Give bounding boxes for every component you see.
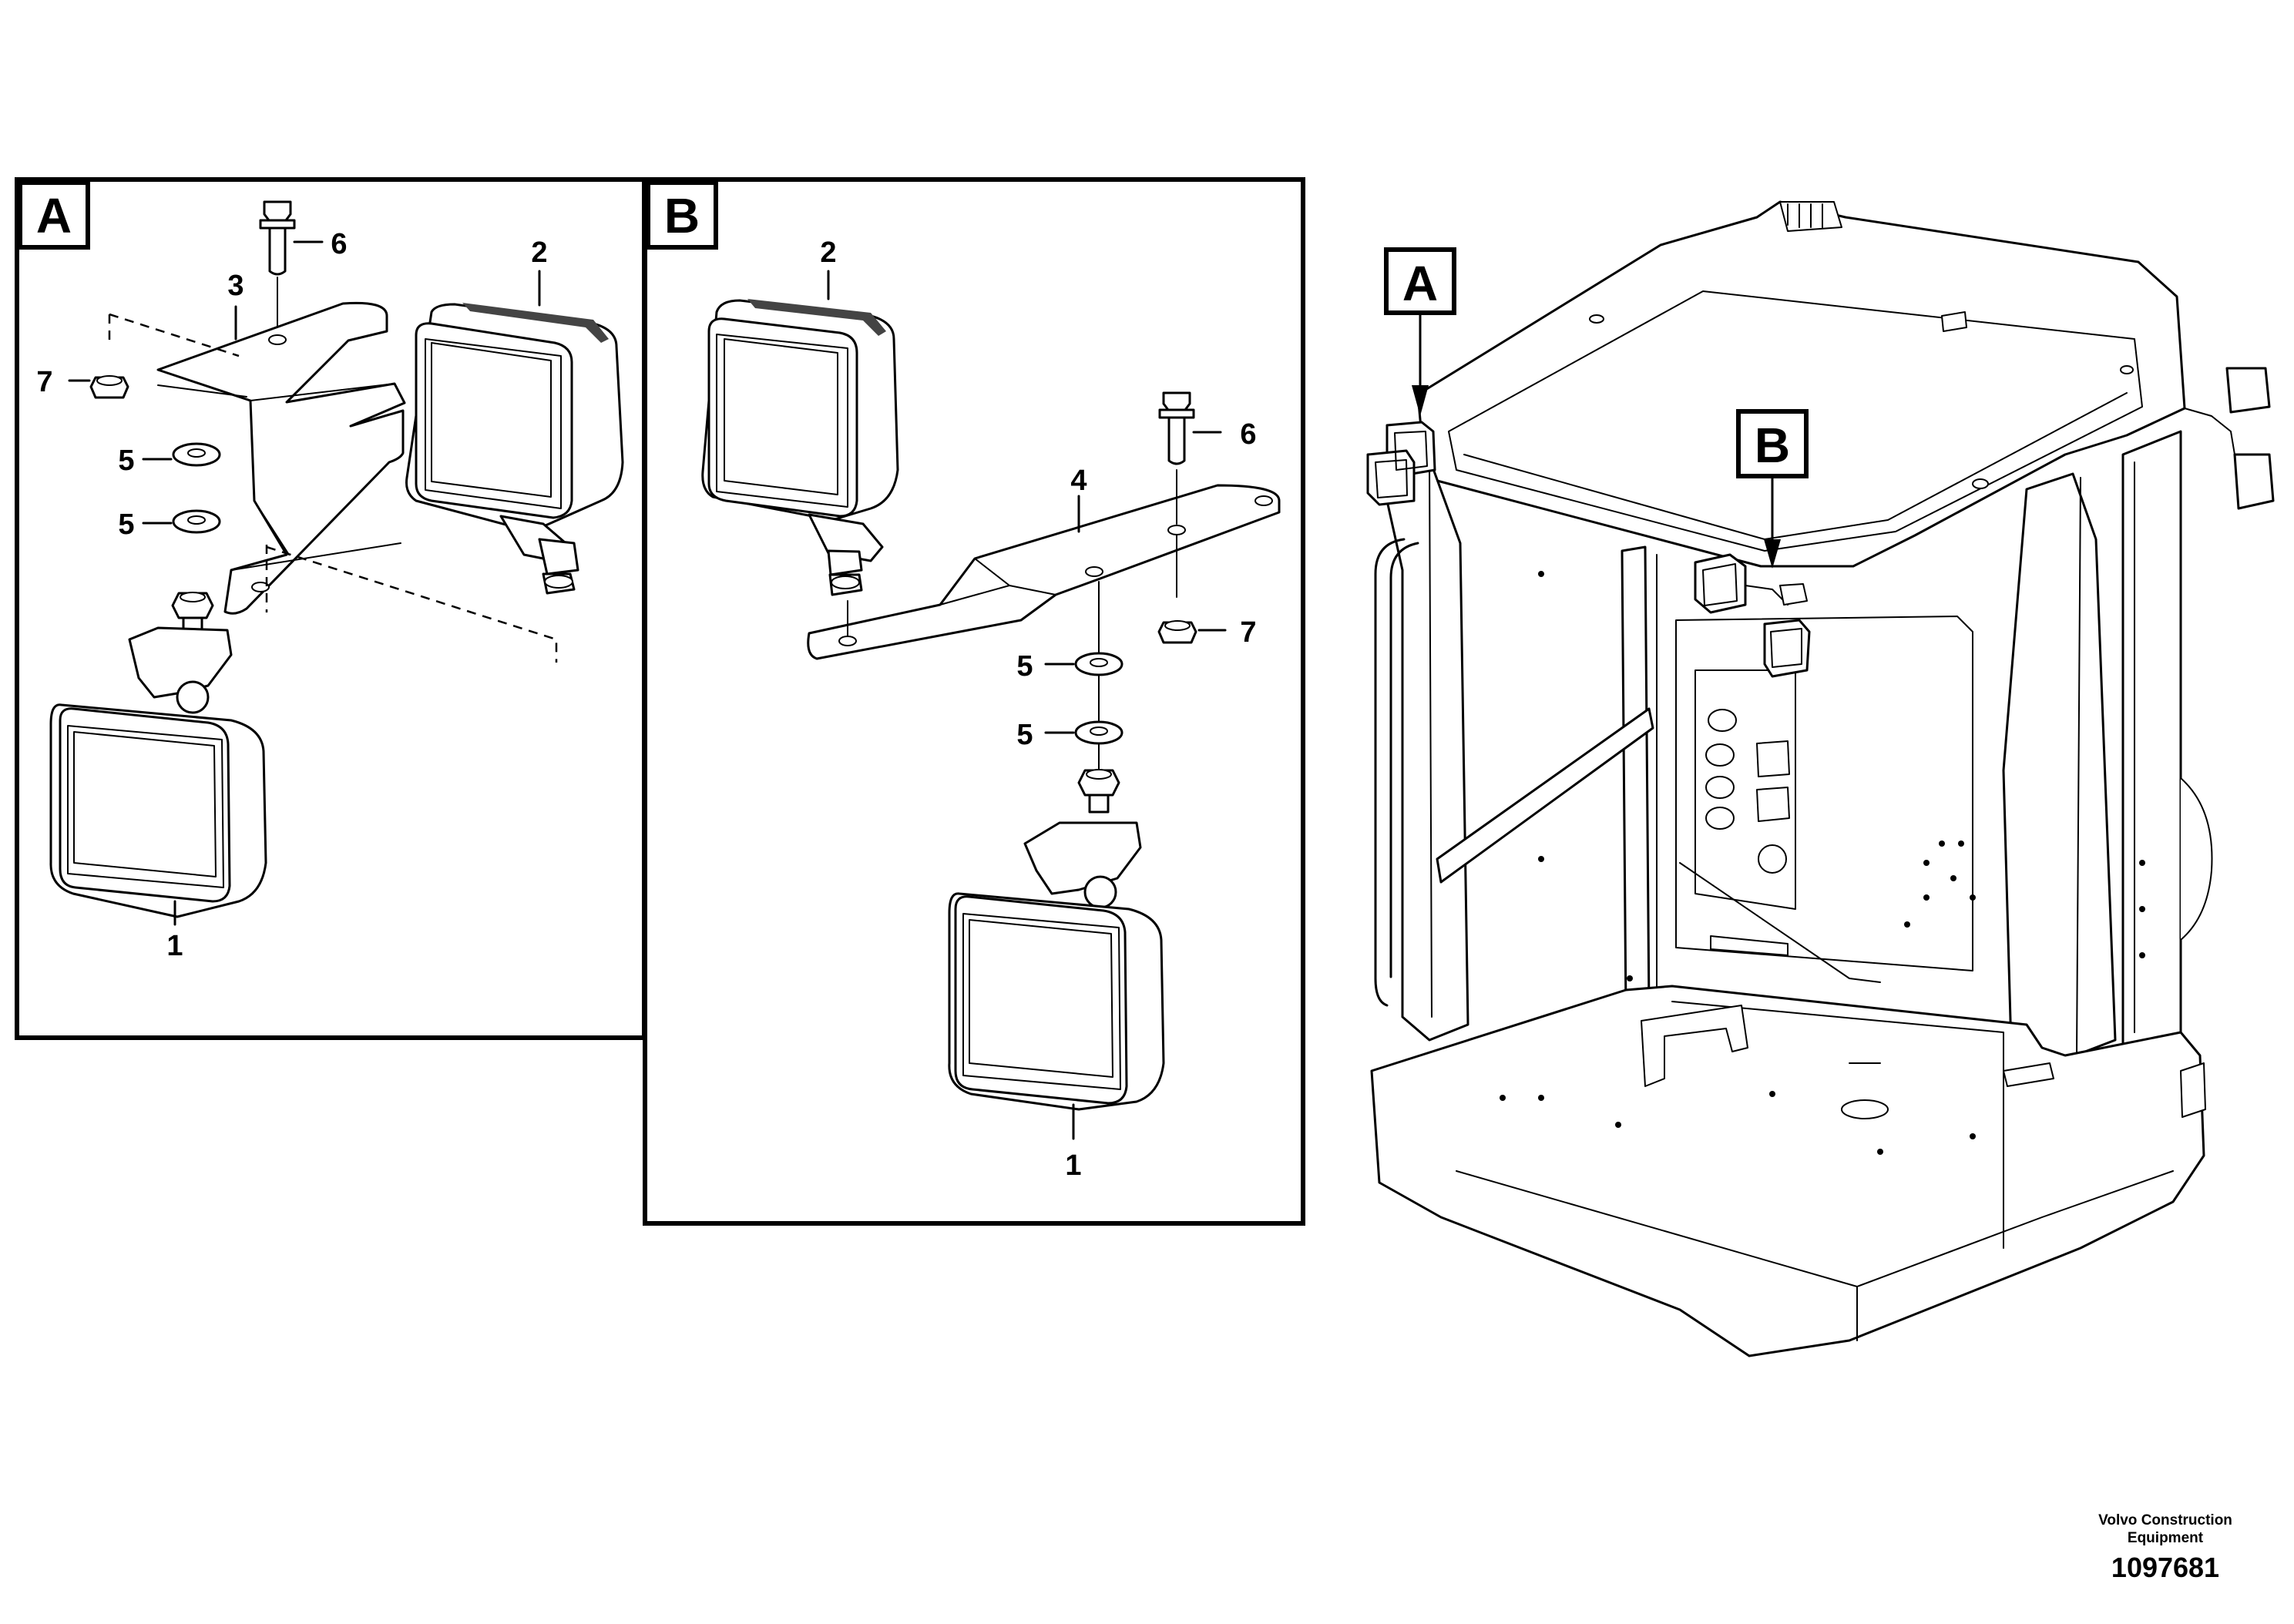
panel-b-nut (1157, 620, 1227, 644)
panel-b-label-box (646, 180, 718, 250)
panel-b-callout-nut: 7 (1240, 616, 1256, 649)
panel-a-nut (68, 375, 129, 399)
panel-a-callout-washer-lower: 5 (118, 508, 134, 541)
panel-a-label: A (36, 188, 72, 243)
cab-floor (1370, 985, 2205, 1357)
publisher-name-line2: Equipment (2127, 1530, 2204, 1546)
panel-a-callout-bracket: 3 (227, 270, 244, 302)
panel-b-callout-lamp: 1 (1065, 1149, 1081, 1182)
panel-b-upper-lamp (701, 299, 899, 596)
panel-b-bolt (1158, 391, 1222, 465)
panel-a-callout-lamp: 1 (166, 930, 183, 962)
panel-a-label-box (18, 180, 90, 250)
panel-b-callout-lamp-upper: 2 (820, 237, 836, 269)
panel-a-callout-bolt: 6 (331, 228, 347, 260)
publisher-credit: Volvo Construction Equipment 1097681 (2050, 1512, 2281, 1584)
panel-a-callout-nut: 7 (36, 366, 52, 398)
drawing-number: 1097681 (2111, 1552, 2220, 1583)
panel-a-washer-lower (142, 509, 221, 534)
panel-a-bracket (156, 301, 406, 615)
panel-a-callout-washer-upper: 5 (118, 445, 134, 477)
overview-marker-b (1736, 409, 1809, 569)
overview-marker-a-label: A (1402, 256, 1438, 311)
panel-b-label: B (664, 188, 700, 243)
cab-overview: A B (1366, 200, 2275, 1357)
panel-b-callout-bracket: 4 (1070, 465, 1087, 497)
panel-b-lower-lamp (948, 769, 1165, 1111)
panel-a-washer-upper (142, 442, 221, 467)
panel-a-lower-lamp (49, 592, 267, 918)
panel-b: B 2 4 (643, 177, 1305, 1226)
overview-marker-b-label: B (1755, 418, 1790, 473)
panel-b-callout-bolt: 6 (1240, 418, 1256, 451)
panel-a: A 6 3 (15, 177, 647, 1040)
panel-a-align-line-2 (109, 313, 240, 357)
panel-a-callout-lamp-upper: 2 (531, 237, 547, 269)
panel-a-upper-lamp (405, 303, 624, 595)
cab-front-left-pillar (1378, 457, 1469, 1042)
overview-marker-a (1384, 247, 1456, 416)
panel-b-bracket (807, 469, 1281, 660)
cab-front-right-pillar (2121, 430, 2182, 1049)
panel-b-callout-washer-lower: 5 (1016, 719, 1033, 751)
publisher-name-line1: Volvo Construction (2098, 1512, 2232, 1528)
cab-lamp-position-b (1694, 553, 1811, 678)
panel-b-callout-washer-upper: 5 (1016, 650, 1033, 683)
cab-lamp-position-a (1366, 421, 1436, 506)
cab-rear-wall (1675, 616, 1973, 971)
panel-a-align-line-4 (266, 545, 558, 663)
panel-b-washer-lower (1044, 674, 1123, 771)
